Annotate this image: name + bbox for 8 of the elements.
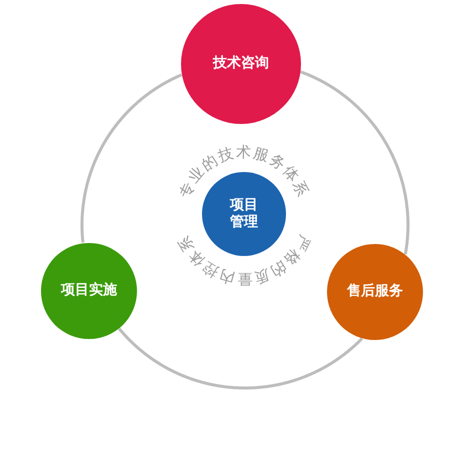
ring-connector [80, 73, 182, 244]
circle-label: 项目实施 [60, 282, 118, 300]
circle-label: 项目管理 [228, 196, 259, 232]
ring-connector [118, 328, 364, 390]
ring-connector [300, 70, 410, 255]
circle-label: 技术咨询 [212, 55, 270, 73]
circle-label: 售后服务 [346, 283, 404, 301]
curved-caption: 严格的质量内控体系 [174, 232, 314, 288]
